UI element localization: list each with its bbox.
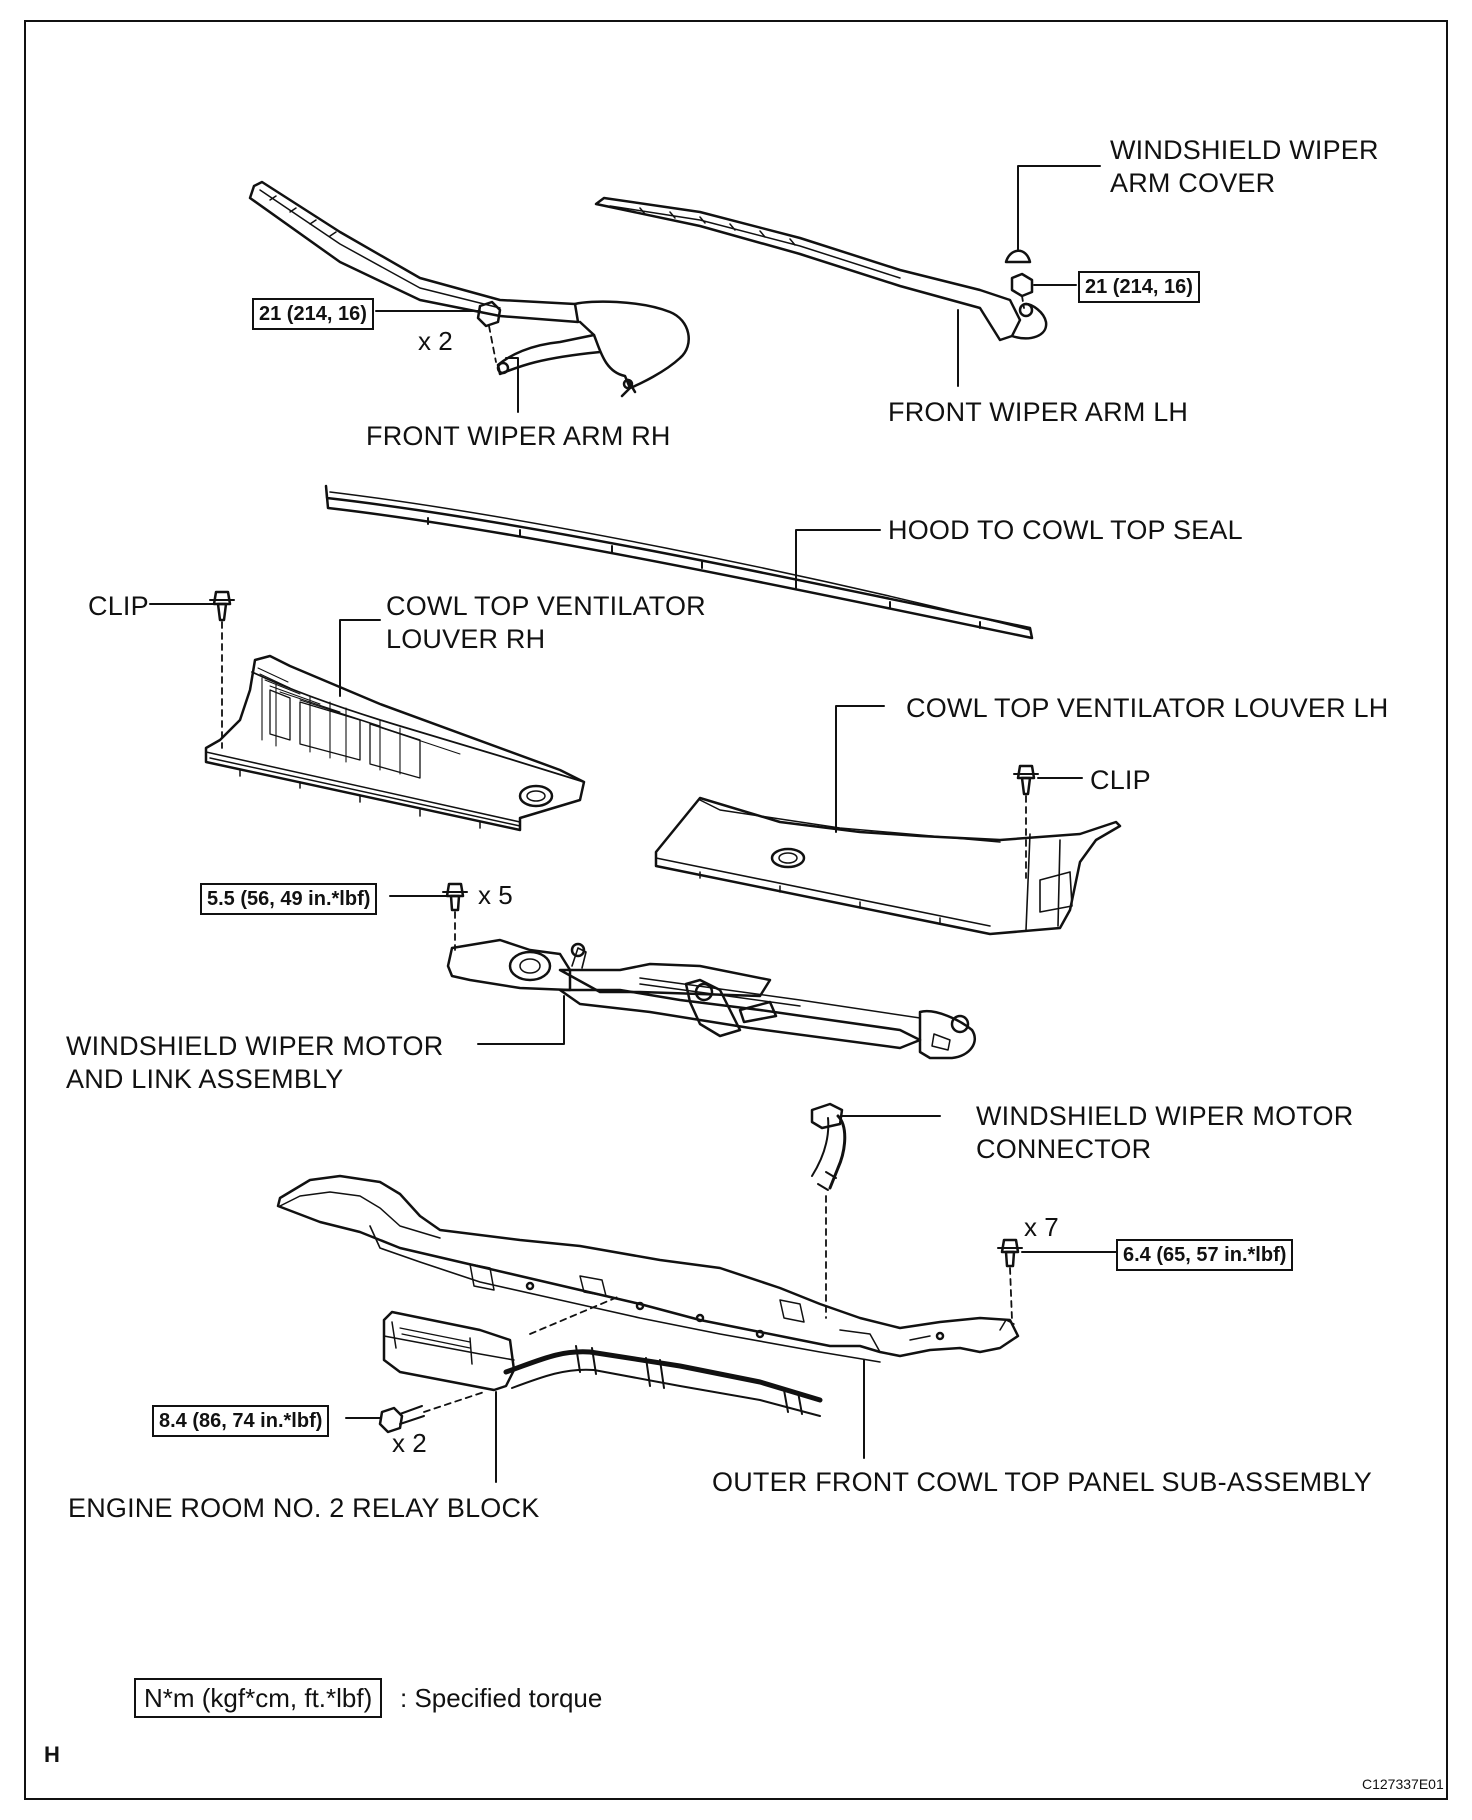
quantity-cowl-panel: x 7 [1024, 1212, 1059, 1242]
bolt-panel-drawing [997, 1238, 1023, 1321]
label-louver-rh-line1: COWL TOP VENTILATOR [386, 591, 706, 621]
torque-badge-motor-link: 5.5 (56, 49 in.*lbf) [200, 883, 378, 915]
label-clip-rh: CLIP [88, 591, 149, 621]
clip-rh-drawing [209, 590, 235, 749]
relay-block-drawing [382, 1295, 823, 1417]
quantity-relay-block: x 2 [392, 1428, 427, 1458]
leader-louver-lh [835, 705, 885, 833]
label-clip-lh: CLIP [1090, 765, 1151, 795]
legend-torque-meaning: : Specified torque [400, 1683, 603, 1713]
cowl-louver-lh-drawing [654, 796, 1122, 936]
motor-link-assembly-drawing [446, 938, 977, 1060]
legend-torque-unit-box: N*m (kgf*cm, ft.*lbf) [134, 1678, 383, 1718]
leader-arm-rh [505, 357, 519, 413]
label-louver-lh: COWL TOP VENTILATOR LOUVER LH [906, 693, 1389, 723]
quantity-arm-rh: x 2 [418, 326, 453, 356]
label-louver-rh-line2: LOUVER RH [386, 624, 546, 654]
nut-arm-rh-drawing [476, 300, 502, 363]
leader-hood-seal [795, 529, 881, 583]
front-wiper-arm-rh-drawing [248, 180, 690, 398]
torque-badge-arm-rh: 21 (214, 16) [252, 298, 374, 330]
front-wiper-arm-lh-drawing [594, 196, 1048, 342]
label-relay-block: ENGINE ROOM NO. 2 RELAY BLOCK [68, 1493, 540, 1523]
label-outer-cowl-panel: OUTER FRONT COWL TOP PANEL SUB-ASSEMBLY [712, 1467, 1372, 1497]
diagram-frame [24, 20, 1448, 1800]
leader-motor-link [477, 995, 565, 1045]
label-motor-link-line2: AND LINK ASSEMBLY [66, 1064, 344, 1094]
label-hood-to-cowl-top-seal: HOOD TO COWL TOP SEAL [888, 515, 1243, 545]
label-front-wiper-arm-lh: FRONT WIPER ARM LH [888, 397, 1189, 427]
label-arm-cover-line1: WINDSHIELD WIPER [1110, 135, 1379, 165]
bolt-motor-drawing [442, 882, 468, 951]
clip-lh-drawing [1013, 764, 1039, 879]
figure-code: C127337E01 [1362, 1776, 1444, 1792]
leader-arm-cover [1017, 165, 1101, 251]
cowl-louver-rh-drawing [204, 654, 586, 832]
label-connector-line1: WINDSHIELD WIPER MOTOR [976, 1101, 1354, 1131]
label-connector-line2: CONNECTOR [976, 1134, 1152, 1164]
torque-badge-arm-lh: 21 (214, 16) [1078, 271, 1200, 303]
bolt-relay-drawing [378, 1391, 485, 1434]
label-arm-cover-line2: ARM COVER [1110, 168, 1276, 198]
torque-badge-cowl-panel: 6.4 (65, 57 in.*lbf) [1116, 1239, 1294, 1271]
wiper-motor-connector-drawing [810, 1102, 847, 1319]
label-front-wiper-arm-rh: FRONT WIPER ARM RH [366, 421, 671, 451]
leader-louver-rh [339, 619, 381, 697]
torque-badge-relay-block: 8.4 (86, 74 in.*lbf) [152, 1405, 330, 1437]
wiper-arm-cover-drawing [1004, 249, 1034, 309]
hood-to-cowl-top-seal-drawing [324, 484, 1034, 640]
quantity-motor-link: x 5 [478, 880, 513, 910]
outer-cowl-panel-drawing [276, 1174, 1020, 1363]
corner-letter: H [44, 1742, 60, 1767]
label-motor-link-line1: WINDSHIELD WIPER MOTOR [66, 1031, 444, 1061]
